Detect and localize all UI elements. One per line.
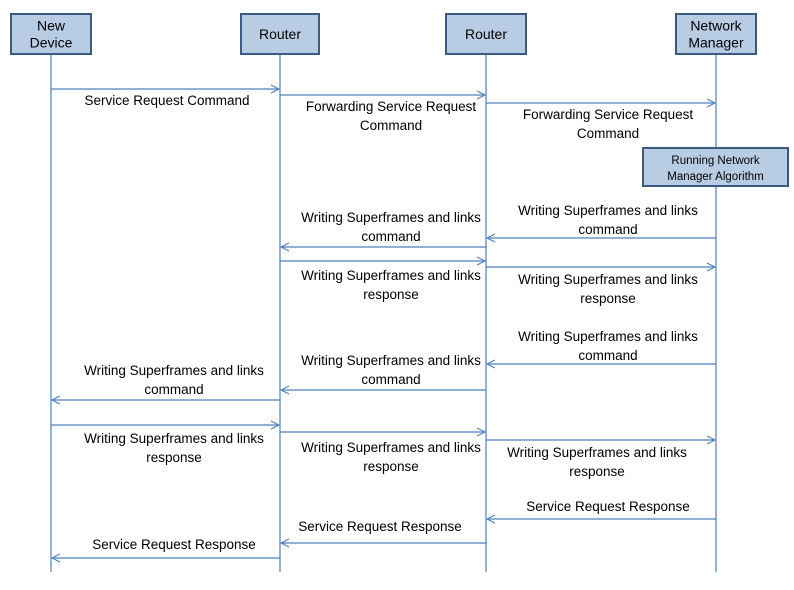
participant-router-1: Router xyxy=(240,13,320,55)
message-label-line: Writing Superframes and links xyxy=(84,431,264,446)
participant-box xyxy=(240,13,320,55)
message-label: Writing Superframes and links command xyxy=(301,353,481,387)
message-label: Service Request Response xyxy=(526,499,690,514)
message-label-line: Command xyxy=(360,118,422,133)
message-label-line: command xyxy=(144,382,203,397)
message-label-line: response xyxy=(580,291,636,306)
message-label-line: command xyxy=(361,372,420,387)
message-label: Writing Superframes and links command xyxy=(518,203,698,237)
message-label: Writing Superframes and links command xyxy=(301,210,481,244)
message-label: Service Request Response xyxy=(298,519,462,534)
message-label-line: response xyxy=(363,287,419,302)
message-label: Writing Superframes and links response xyxy=(518,272,698,306)
message-label-line: Writing Superframes and links xyxy=(507,445,687,460)
message-label-line: response xyxy=(146,450,202,465)
message-label-line: Writing Superframes and links xyxy=(301,268,481,283)
message-label-line: Service Request Response xyxy=(92,537,256,552)
process-label: Running Network xyxy=(671,155,759,167)
message-label-line: command xyxy=(361,229,420,244)
participant-label: Network xyxy=(690,18,742,34)
message-label: Writing Superframes and links command xyxy=(518,329,698,363)
message-label-line: Writing Superframes and links xyxy=(301,210,481,225)
message-label-line: Service Request Command xyxy=(84,93,249,108)
message-label-line: Writing Superframes and links xyxy=(84,363,264,378)
participant-box xyxy=(10,13,92,55)
participant-label: Manager xyxy=(688,35,744,51)
message-label-line: Writing Superframes and links xyxy=(301,353,481,368)
message-label-line: Service Request Response xyxy=(526,499,690,514)
message-label-line: Forwarding Service Request xyxy=(306,99,477,114)
message-label-line: response xyxy=(363,459,419,474)
participant-label: Device xyxy=(30,35,73,51)
participant-label: New xyxy=(37,18,66,34)
participant-label: Router xyxy=(259,26,301,42)
message-label-line: Writing Superframes and links xyxy=(301,440,481,455)
message-label: Writing Superframes and links response xyxy=(301,440,481,474)
process-label: Manager Algorithm xyxy=(667,171,764,183)
message-label-line: Command xyxy=(577,126,639,141)
message-label: Writing Superframes and links response xyxy=(507,445,687,479)
message-label-line: command xyxy=(578,348,637,363)
message-label-line: Service Request Response xyxy=(298,519,462,534)
message-label-line: Writing Superframes and links xyxy=(518,203,698,218)
message-label-line: response xyxy=(569,464,625,479)
message-label-line: Forwarding Service Request xyxy=(523,107,694,122)
message-label-line: Writing Superframes and links xyxy=(518,272,698,287)
message-label: Writing Superframes and links response xyxy=(301,268,481,302)
participant-label: Router xyxy=(465,26,507,42)
participant-router-2: Router xyxy=(445,13,527,55)
message-label: Service Request Response xyxy=(92,537,256,552)
message-label: Writing Superframes and links command xyxy=(84,363,264,397)
message-label: Writing Superframes and links response xyxy=(84,431,264,465)
participant-box xyxy=(445,13,527,55)
process-box xyxy=(642,147,789,187)
message-label-line: Writing Superframes and links xyxy=(518,329,698,344)
message-label: Service Request Command xyxy=(84,93,249,108)
message-label-line: command xyxy=(578,222,637,237)
participant-box xyxy=(675,13,757,55)
